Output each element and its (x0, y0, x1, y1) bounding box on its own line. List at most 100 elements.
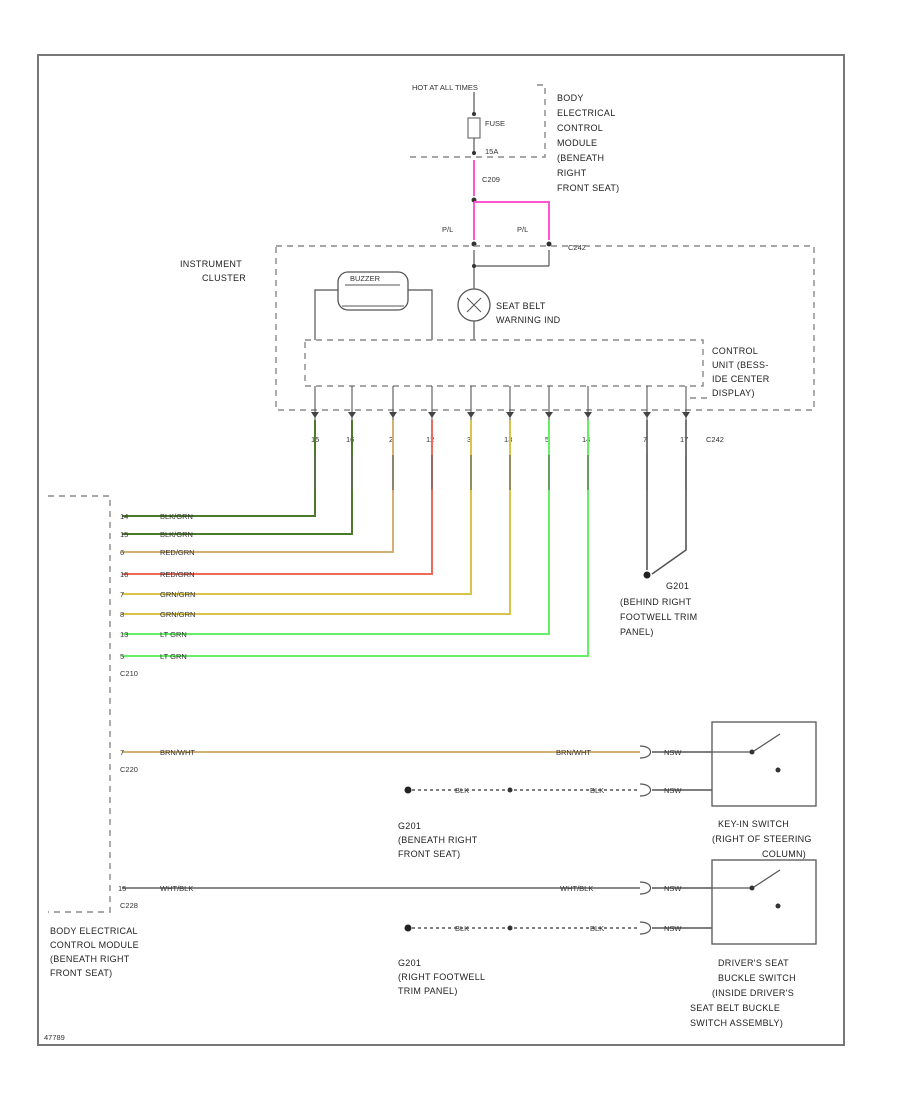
svg-text:14: 14 (120, 512, 128, 521)
c242-pin-17: 17 (680, 435, 688, 444)
svg-text:5: 5 (120, 652, 124, 661)
control-unit-label: CONTROL UNIT (BESS- IDE CENTER DISPLAY) (712, 346, 770, 398)
key-in-circuit: 7 BRN/WHT BRN/WHT C220 NSW BLK BLK NSW G… (120, 745, 712, 859)
c209-label: C209 (482, 175, 500, 184)
upper-ground: G201 (BEHIND RIGHT FOOTWELL TRIM PANEL) (620, 420, 697, 637)
c242-pin-7: 7 (643, 435, 647, 444)
svg-text:GRN/GRN: GRN/GRN (160, 610, 195, 619)
c242-pin-3: 3 (467, 435, 471, 444)
c242-pin-5: 5 (545, 435, 549, 444)
power-source-label: HOT AT ALL TIMES (412, 83, 478, 92)
wht-blk-right-label: WHT/BLK (560, 884, 593, 893)
bcm-top-boundary (410, 84, 546, 158)
svg-text:BODY ELECTRICAL: BODY ELECTRICAL (50, 926, 138, 936)
warning-ind-label-1: SEAT BELT (496, 301, 546, 311)
svg-text:MODULE: MODULE (557, 138, 597, 148)
key-in-switch-icon (711, 721, 817, 807)
diagram-frame (37, 54, 845, 1046)
svg-text:(BENEATH: (BENEATH (557, 153, 604, 163)
svg-text:IDE CENTER: IDE CENTER (712, 374, 770, 384)
c228-label: C228 (120, 901, 138, 910)
fuse-amps: 15A (485, 147, 498, 156)
svg-text:DISPLAY): DISPLAY) (712, 388, 755, 398)
svg-text:FRONT SEAT): FRONT SEAT) (557, 183, 619, 193)
svg-text:(BENEATH RIGHT: (BENEATH RIGHT (398, 835, 478, 845)
buckle-switch-icon (711, 859, 817, 945)
warning-ind-label-2: WARNING IND (496, 315, 561, 325)
svg-text:BLK/GRN: BLK/GRN (160, 512, 193, 521)
buckle-switch-label: DRIVER'S SEAT BUCKLE SWITCH (INSIDE DRIV… (690, 958, 796, 1028)
svg-text:ELECTRICAL: ELECTRICAL (557, 108, 616, 118)
svg-text:CONTROL: CONTROL (712, 346, 758, 356)
fuse-label: FUSE (485, 119, 505, 128)
blk-left-label-mid: BLK (455, 786, 469, 795)
blk-right-label-mid: BLK (590, 786, 604, 795)
svg-text:BUCKLE SWITCH: BUCKLE SWITCH (718, 973, 796, 983)
c242-pin-2: 2 (389, 435, 393, 444)
svg-text:(BEHIND RIGHT: (BEHIND RIGHT (620, 597, 692, 607)
svg-text:BLK/GRN: BLK/GRN (160, 530, 193, 539)
bcm-pins: 14 15 6 16 7 8 13 5 (120, 512, 128, 661)
svg-text:CLUSTER: CLUSTER (202, 273, 246, 283)
bcm-left-boundary (48, 495, 111, 913)
svg-text:NSW: NSW (664, 786, 682, 795)
svg-text:PANEL): PANEL) (620, 627, 654, 637)
c210-label: C210 (120, 669, 138, 678)
svg-text:NSW: NSW (664, 748, 682, 757)
svg-text:15: 15 (120, 530, 128, 539)
buckle-circuit: 15 WHT/BLK WHT/BLK C228 NSW BLK BLK NSW … (118, 881, 712, 996)
pink-feed-wires: C209 P/L P/L C242 (442, 160, 586, 252)
buzzer-icon: BUZZER (314, 271, 433, 340)
wht-blk-left-label: WHT/BLK (160, 884, 193, 893)
svg-text:G201: G201 (398, 958, 421, 968)
svg-text:8: 8 (120, 610, 124, 619)
svg-text:COLUMN): COLUMN) (762, 849, 806, 859)
c242-connector: 15 16 2 12 3 13 5 14 7 17 C242 (311, 386, 724, 444)
fuse-section: HOT AT ALL TIMES FUSE 15A (410, 83, 546, 158)
svg-text:P/L: P/L (517, 225, 528, 234)
seat-belt-warning-lamp-icon (457, 282, 491, 340)
bcm-bottom-label: BODY ELECTRICAL CONTROL MODULE (BENEATH … (50, 926, 139, 978)
svg-text:P/L: P/L (442, 225, 453, 234)
svg-text:GRN/GRN: GRN/GRN (160, 590, 195, 599)
svg-text:FRONT SEAT): FRONT SEAT) (50, 968, 112, 978)
c242-upper-label: C242 (568, 243, 586, 252)
svg-text:15: 15 (118, 884, 126, 893)
svg-text:LT GRN: LT GRN (160, 630, 187, 639)
brn-wht-left-label: BRN/WHT (160, 748, 195, 757)
svg-text:RED/GRN: RED/GRN (160, 548, 195, 557)
svg-text:UNIT (BESS-: UNIT (BESS- (712, 360, 769, 370)
svg-text:DRIVER'S SEAT: DRIVER'S SEAT (718, 958, 789, 968)
key-in-switch-label: KEY-IN SWITCH (RIGHT OF STEERING COLUMN) (712, 819, 812, 859)
wire-code-marks (314, 455, 687, 490)
svg-text:13: 13 (120, 630, 128, 639)
svg-text:(INSIDE DRIVER'S: (INSIDE DRIVER'S (712, 988, 794, 998)
instrument-cluster-boundary (275, 245, 815, 411)
svg-text:NSW: NSW (664, 884, 682, 893)
blk-right-label-low: BLK (590, 924, 604, 933)
ground-g201-mid-icon (404, 786, 412, 794)
control-unit-box (304, 339, 704, 387)
svg-text:7: 7 (120, 748, 124, 757)
bcm-wire-labels: BLK/GRN BLK/GRN RED/GRN RED/GRN GRN/GRN … (160, 512, 195, 661)
svg-text:CONTROL: CONTROL (557, 123, 603, 133)
c242-pin-13: 13 (504, 435, 512, 444)
svg-text:LT GRN: LT GRN (160, 652, 187, 661)
svg-text:6: 6 (120, 548, 124, 557)
c242-pin-12: 12 (426, 435, 434, 444)
brn-wht-right-label: BRN/WHT (556, 748, 591, 757)
svg-text:RED/GRN: RED/GRN (160, 570, 195, 579)
cluster-label: INSTRUMENT CLUSTER (180, 259, 246, 283)
buzzer-label: BUZZER (350, 274, 381, 283)
c242-lower-label: C242 (706, 435, 724, 444)
svg-text:CONTROL MODULE: CONTROL MODULE (50, 940, 139, 950)
svg-text:7: 7 (120, 590, 124, 599)
ground-g201-lower-icon (404, 924, 412, 932)
svg-text:16: 16 (120, 570, 128, 579)
svg-text:FRONT SEAT): FRONT SEAT) (398, 849, 460, 859)
svg-text:(RIGHT OF STEERING: (RIGHT OF STEERING (712, 834, 812, 844)
svg-text:(BENEATH RIGHT: (BENEATH RIGHT (50, 954, 130, 964)
svg-text:BODY: BODY (557, 93, 584, 103)
svg-text:NSW: NSW (664, 924, 682, 933)
